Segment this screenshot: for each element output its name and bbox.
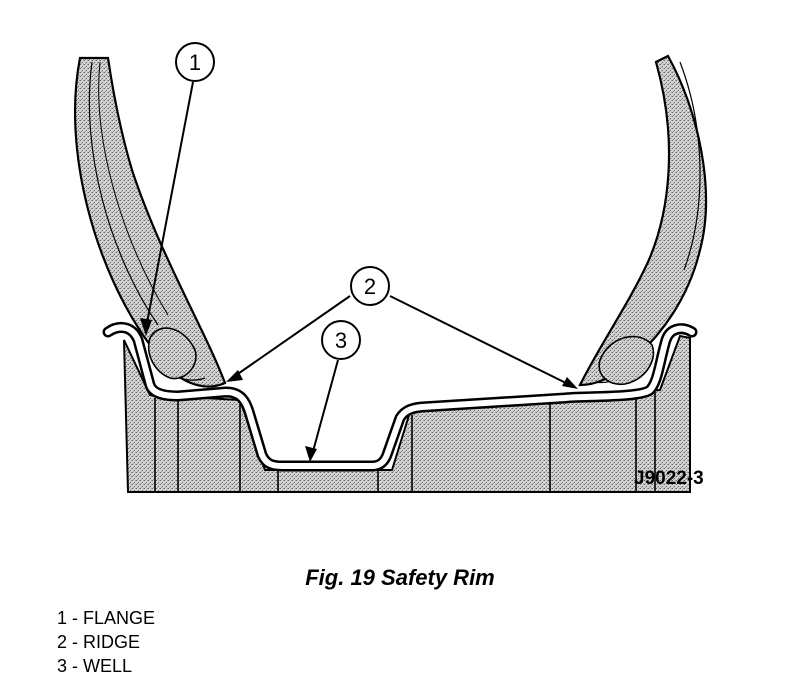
left-bead xyxy=(148,327,197,380)
right-bead xyxy=(598,335,655,385)
arrowheads xyxy=(140,318,578,462)
callout-2: 2 xyxy=(350,266,390,306)
callout-3: 3 xyxy=(321,320,361,360)
figure-caption: Fig. 19 Safety Rim xyxy=(305,565,495,590)
callout-3-number: 3 xyxy=(335,328,347,353)
legend-item-flange: 1 - FLANGE xyxy=(57,608,156,628)
leader-lines xyxy=(145,81,571,456)
safety-rim-diagram: 1 2 3 xyxy=(74,42,708,493)
legend: 1 - FLANGE 2 - RIDGE 3 - WELL xyxy=(57,606,155,678)
callout-1: 1 xyxy=(175,42,215,82)
rim-section-lines xyxy=(154,392,656,492)
callout-2-number: 2 xyxy=(364,274,376,299)
legend-item-ridge: 2 - RIDGE xyxy=(57,632,141,652)
figure-id-label: J9022-3 xyxy=(634,468,704,489)
callout-1-number: 1 xyxy=(189,50,201,75)
rim-profile xyxy=(102,322,698,472)
right-tire-sidewall xyxy=(578,54,708,387)
legend-item-well: 3 - WELL xyxy=(57,656,133,676)
